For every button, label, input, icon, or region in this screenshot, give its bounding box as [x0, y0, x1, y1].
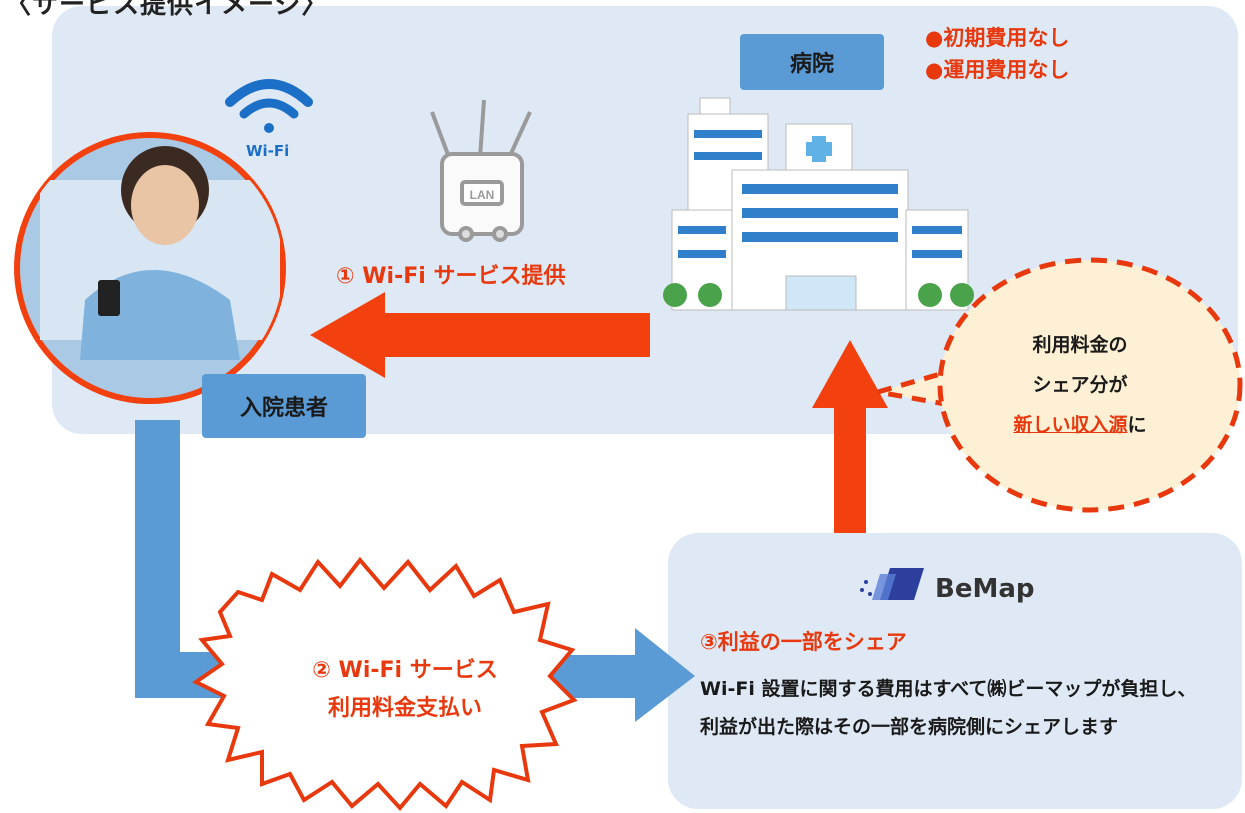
- callout-line3: 新しい収入源に: [960, 405, 1200, 445]
- callout-bubble: [937, 257, 1243, 513]
- patient-label: 入院患者: [202, 374, 366, 438]
- service-flow-arrow: [310, 292, 650, 378]
- hospital-building-icon: [663, 97, 974, 311]
- step2-line2: 利用料金支払い: [327, 696, 482, 721]
- bemap-brand-name: BeMap: [935, 574, 1035, 604]
- payment-flow-arrow: [135, 420, 232, 698]
- callout-highlight: 新しい収入源: [1013, 414, 1128, 436]
- revenue-share-arrow: [812, 340, 888, 533]
- step3-title: ③利益の一部をシェア: [700, 630, 907, 654]
- bemap-description: Wi-Fi 設置に関する費用はすべて㈱ビーマップが負担し、利益が出た際はその一部…: [700, 678, 1197, 738]
- initial-cost-note: ●初期費用なし: [925, 26, 1070, 50]
- bemap-logo-icon: [860, 568, 924, 600]
- hospital-label: 病院: [740, 34, 884, 90]
- revenue-callout-text: 利用料金の シェア分が 新しい収入源に: [960, 325, 1200, 445]
- page-title: 〈サービス提供イメージ〉: [5, 0, 329, 20]
- patient-photo: [14, 132, 286, 404]
- payment-starburst: [192, 556, 578, 812]
- router-icon: [430, 99, 532, 242]
- callout-suffix: に: [1127, 414, 1147, 436]
- wifi-signal-icon: [225, 79, 313, 133]
- callout-line2: シェア分が: [1032, 374, 1128, 396]
- hospital-cost-notes: ●初期費用なし ●運用費用なし: [925, 22, 1069, 86]
- bemap-panel: [668, 533, 1242, 809]
- wifi-caption: Wi-Fi: [246, 142, 290, 160]
- step2-line1: ② Wi-Fi サービス: [312, 658, 498, 683]
- operating-cost-note: ●運用費用なし: [925, 58, 1070, 82]
- step1-service-label: ① Wi-Fi サービス提供: [336, 264, 566, 289]
- payment-to-bemap-arrow: [540, 628, 695, 722]
- step2-payment-label: ② Wi-Fi サービス 利用料金支払い: [280, 652, 530, 728]
- callout-line1: 利用料金の: [1032, 334, 1128, 356]
- router-label: LAN: [470, 188, 495, 202]
